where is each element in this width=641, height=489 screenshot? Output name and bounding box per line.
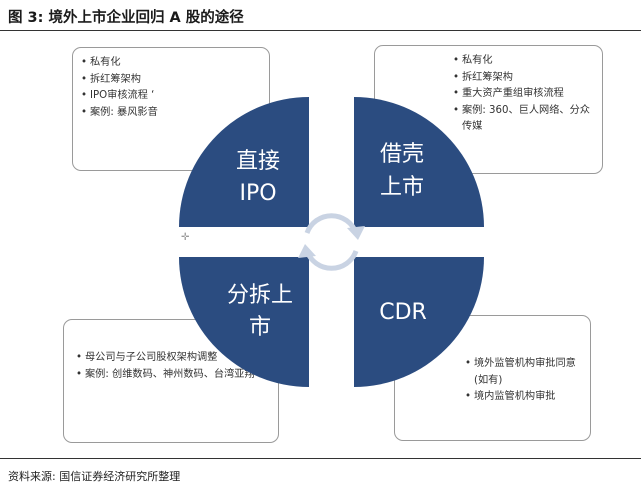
list-item: 境内监管机构审批 — [465, 389, 584, 406]
list-item: IPO审核流程 ‘ — [81, 88, 263, 105]
callout-list-direct-ipo: 私有化 拆红筹架构 IPO审核流程 ‘ 案例: 暴风影音 — [81, 55, 263, 121]
list-item: 重大资产重组审核流程 — [453, 86, 596, 103]
list-item: 拆红筹架构 — [453, 70, 596, 87]
list-item: 拆红筹架构 — [81, 72, 263, 89]
list-item: 案例: 创维数码、神州数码、台湾亚翔 — [76, 367, 272, 384]
quadrant-spin-off-listing — [179, 257, 309, 387]
cycle-arrows-icon — [298, 213, 365, 271]
list-item: 私有化 — [81, 55, 263, 72]
figure-source-bar: 资料来源: 国信证券经济研究所整理 — [0, 458, 641, 489]
quadrant-label-cdr: CDR — [379, 300, 427, 325]
quadrant-label-spin-off-listing-line1: 分拆上 — [227, 283, 293, 308]
cycle-arrowhead-lower — [298, 244, 316, 258]
callout-list-cdr: 境外监管机构审批同意(如有) 境内监管机构审批 — [465, 356, 584, 406]
quadrant-direct-ipo — [179, 97, 309, 227]
quadrant-label-backdoor-listing-line2: 上市 — [380, 175, 424, 200]
crosshair-icon: ✛ — [181, 232, 190, 243]
cycle-arrow-upper — [304, 213, 359, 234]
quadrant-label-direct-ipo-line2: IPO — [239, 181, 276, 206]
figure-source: 资料来源: 国信证券经济研究所整理 — [8, 470, 181, 483]
list-item: 母公司与子公司股权架构调整 — [76, 350, 272, 367]
quadrant-label-spin-off-listing-line2: 市 — [249, 315, 271, 340]
cycle-arrow-lower — [304, 250, 359, 271]
cycle-arrowhead-upper — [347, 226, 365, 240]
figure-title-bar: 图 3: 境外上市企业回归 A 股的途径 — [0, 0, 641, 31]
quadrant-cdr — [354, 257, 484, 387]
quadrant-label-direct-ipo-line1: 直接 — [236, 149, 280, 174]
list-item: 私有化 — [453, 53, 596, 70]
list-item: 案例: 360、巨人网络、分众传媒 — [453, 103, 596, 136]
quadrant-backdoor-listing — [354, 97, 484, 227]
quadrant-label-backdoor-listing-line1: 借壳 — [380, 142, 424, 167]
callout-box-spin-off-listing: 母公司与子公司股权架构调整 案例: 创维数码、神州数码、台湾亚翔 — [63, 319, 279, 443]
callout-list-spin-off-listing: 母公司与子公司股权架构调整 案例: 创维数码、神州数码、台湾亚翔 — [76, 350, 272, 383]
list-item: 案例: 暴风影音 — [81, 105, 263, 122]
callout-list-backdoor-listing: 私有化 拆红筹架构 重大资产重组审核流程 案例: 360、巨人网络、分众传媒 — [453, 53, 596, 136]
figure-title: 图 3: 境外上市企业回归 A 股的途径 — [8, 10, 244, 26]
list-item: 境外监管机构审批同意(如有) — [465, 356, 584, 389]
